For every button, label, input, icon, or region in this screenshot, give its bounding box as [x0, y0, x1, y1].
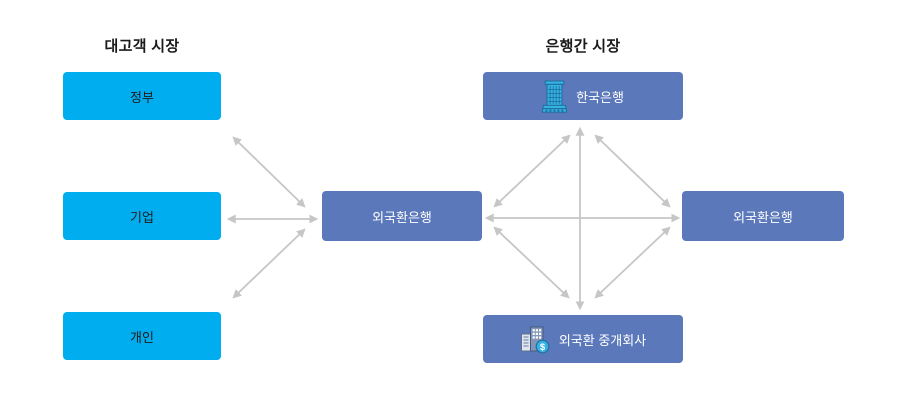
node-fx-bank-right: 외국환은행	[682, 191, 844, 241]
arrow-broker-fxbank-right	[594, 226, 671, 299]
arrow-fxbank-bok	[493, 134, 571, 208]
node-corporate-label: 기업	[130, 209, 154, 225]
buildings-dollar-icon: $	[520, 326, 550, 353]
customer-market-heading: 대고객 시장	[104, 38, 180, 55]
arrow-bok-fxbank-right	[594, 134, 671, 208]
node-government-label: 정부	[130, 89, 154, 105]
node-corporate: 기업	[63, 192, 221, 240]
node-fx-bank-center-label: 외국환은행	[372, 209, 432, 225]
node-individual-label: 개인	[130, 329, 154, 345]
arrow-individual-fxbank	[232, 228, 306, 299]
svg-text:$: $	[540, 342, 546, 353]
bank-building-icon	[542, 80, 567, 113]
node-bank-of-korea-label: 한국은행	[576, 89, 624, 105]
node-fx-broker-label: 외국환 중개회사	[558, 332, 647, 348]
node-bank-of-korea: 한국은행	[483, 72, 683, 120]
node-fx-bank-right-label: 외국환은행	[733, 209, 793, 225]
node-fx-bank-center: 외국환은행	[322, 191, 482, 241]
node-government: 정부	[63, 72, 221, 120]
interbank-market-heading: 은행간 시장	[545, 38, 621, 55]
node-individual: 개인	[63, 312, 221, 360]
node-fx-broker: $ 외국환 중개회사	[483, 315, 683, 363]
arrow-government-fxbank	[232, 136, 306, 208]
arrow-fxbank-broker	[493, 226, 570, 299]
